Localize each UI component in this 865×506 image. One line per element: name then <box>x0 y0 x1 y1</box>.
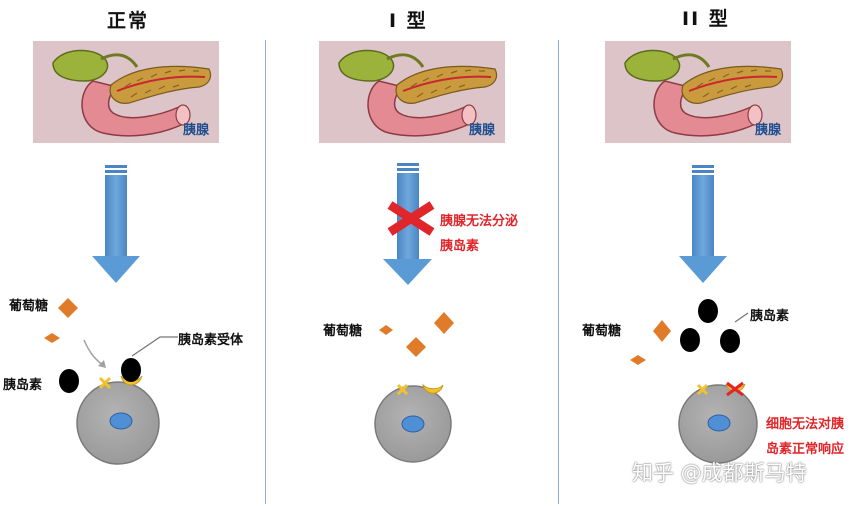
pancreas-icon <box>605 41 791 143</box>
nucleus-icon <box>109 412 133 430</box>
secretion-failure-label-line1: 胰腺无法分泌 <box>440 214 519 229</box>
pointer-arrow-icon <box>83 339 105 367</box>
pointer-arrow-head-icon <box>98 360 106 368</box>
insulin-bound-icon <box>121 358 141 382</box>
receptor-label: 胰岛素受体 <box>178 333 244 348</box>
receptor-blocked-icon <box>726 381 744 397</box>
glucose-icon <box>58 298 78 318</box>
insulin-label: 胰岛素 <box>750 309 790 324</box>
glucose-icon <box>653 320 671 342</box>
panel-title-type2: II 型 <box>682 8 730 30</box>
nucleus-icon <box>401 415 425 433</box>
glucose-label: 葡萄糖 <box>323 324 363 339</box>
secretion-failure-label-line2: 胰岛素 <box>440 239 480 254</box>
pancreas-illustration-type2: 胰腺 <box>605 41 791 143</box>
panel-title-type1: I 型 <box>389 10 428 32</box>
glucose-label: 葡萄糖 <box>9 299 49 314</box>
glucose-label: 葡萄糖 <box>582 324 622 339</box>
pancreas-illustration-normal: 胰腺 <box>33 41 219 143</box>
insulin-resistance-label-line1: 细胞无法对胰 <box>766 417 845 432</box>
pancreas-label: 胰腺 <box>182 123 209 138</box>
glucose-icon <box>434 312 454 334</box>
insulin-resistance-label-line2: 岛素正常响应 <box>766 442 845 457</box>
pancreas-label: 胰腺 <box>468 123 495 138</box>
insulin-icon <box>680 328 700 352</box>
down-arrow-icon <box>92 165 140 283</box>
receptor-x-icon <box>396 383 409 396</box>
nucleus-icon <box>707 414 731 432</box>
receptor-icon <box>422 383 444 394</box>
leader-line <box>131 336 178 357</box>
leader-line <box>734 312 749 323</box>
insulin-label: 胰岛素 <box>3 378 43 393</box>
block-x-icon <box>387 201 435 236</box>
pancreas-icon <box>33 41 219 143</box>
watermark: 知乎 @成都斯马特 <box>632 461 807 485</box>
panel-divider-right <box>558 40 559 504</box>
pancreas-label: 胰腺 <box>754 123 781 138</box>
down-arrow-icon <box>679 165 727 283</box>
panel-divider-left <box>265 40 266 504</box>
receptor-x-icon <box>98 376 112 390</box>
pancreas-icon <box>319 41 505 143</box>
insulin-icon <box>59 369 79 393</box>
panel-title-normal: 正常 <box>107 10 150 32</box>
receptor-x-icon <box>696 383 709 396</box>
insulin-icon <box>698 299 718 323</box>
glucose-icon <box>44 333 60 343</box>
insulin-icon <box>720 329 740 353</box>
glucose-icon <box>379 325 393 335</box>
glucose-icon <box>406 337 426 357</box>
pancreas-illustration-type1: 胰腺 <box>319 41 505 143</box>
glucose-icon <box>630 355 646 365</box>
